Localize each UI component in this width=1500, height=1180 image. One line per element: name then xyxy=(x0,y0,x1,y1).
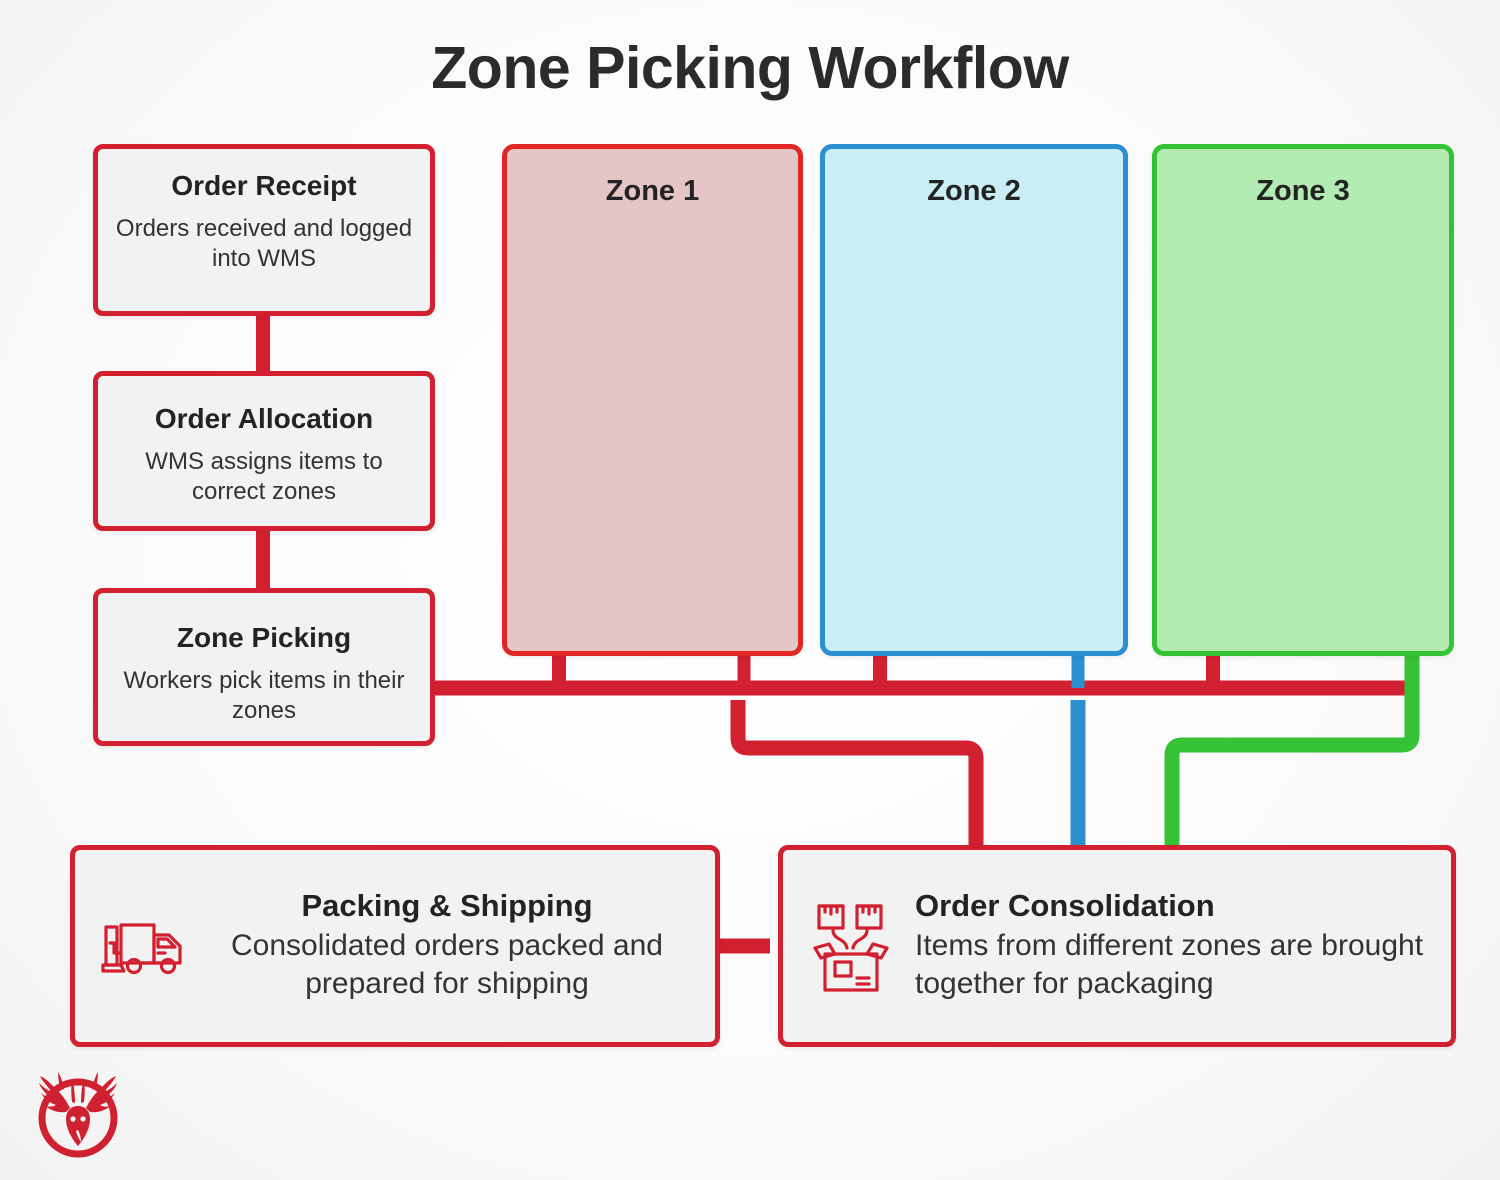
open-box-packages-icon xyxy=(801,898,901,994)
step-body: WMS assigns items to correct zones xyxy=(145,447,383,505)
step-box-order-receipt[interactable]: Order Receipt Orders received and logged… xyxy=(93,144,435,316)
step-body: Workers pick items in their zones xyxy=(123,666,405,724)
consolidation-heading: Order Consolidation xyxy=(915,887,1215,923)
zone-column-1[interactable]: Zone 1 xyxy=(502,144,803,656)
step-heading: Order Allocation xyxy=(154,403,374,434)
zone-label: Zone 2 xyxy=(927,175,1021,207)
consolidation-body: Items from different zones are brought t… xyxy=(915,928,1424,1001)
step-box-zone-picking[interactable]: Zone Picking Workers pick items in their… xyxy=(93,588,435,746)
step-box-order-allocation[interactable]: Order Allocation WMS assigns items to co… xyxy=(93,371,435,531)
delivery-truck-icon xyxy=(93,913,193,979)
packing-heading: Packing & Shipping xyxy=(301,887,593,923)
connector-zone3-to-consolidation xyxy=(1127,656,1420,957)
page-title: Zone Picking Workflow xyxy=(431,35,1069,101)
step-box-packing-shipping[interactable]: Packing & Shipping Consolidated orders p… xyxy=(70,845,720,1047)
step-body: Orders received and logged into WMS xyxy=(115,214,413,272)
zone-column-3[interactable]: Zone 3 xyxy=(1152,144,1454,656)
packing-body: Consolidated orders packed and prepared … xyxy=(231,928,663,1001)
step-heading: Order Receipt xyxy=(171,170,357,201)
zone-label: Zone 3 xyxy=(1256,175,1350,207)
stag-head-logo xyxy=(26,1062,130,1166)
zone-column-2[interactable]: Zone 2 xyxy=(820,144,1128,656)
step-heading: Zone Picking xyxy=(176,622,352,653)
step-box-order-consolidation[interactable]: Order Consolidation Items from different… xyxy=(778,845,1456,1047)
zone-label: Zone 1 xyxy=(605,175,700,207)
